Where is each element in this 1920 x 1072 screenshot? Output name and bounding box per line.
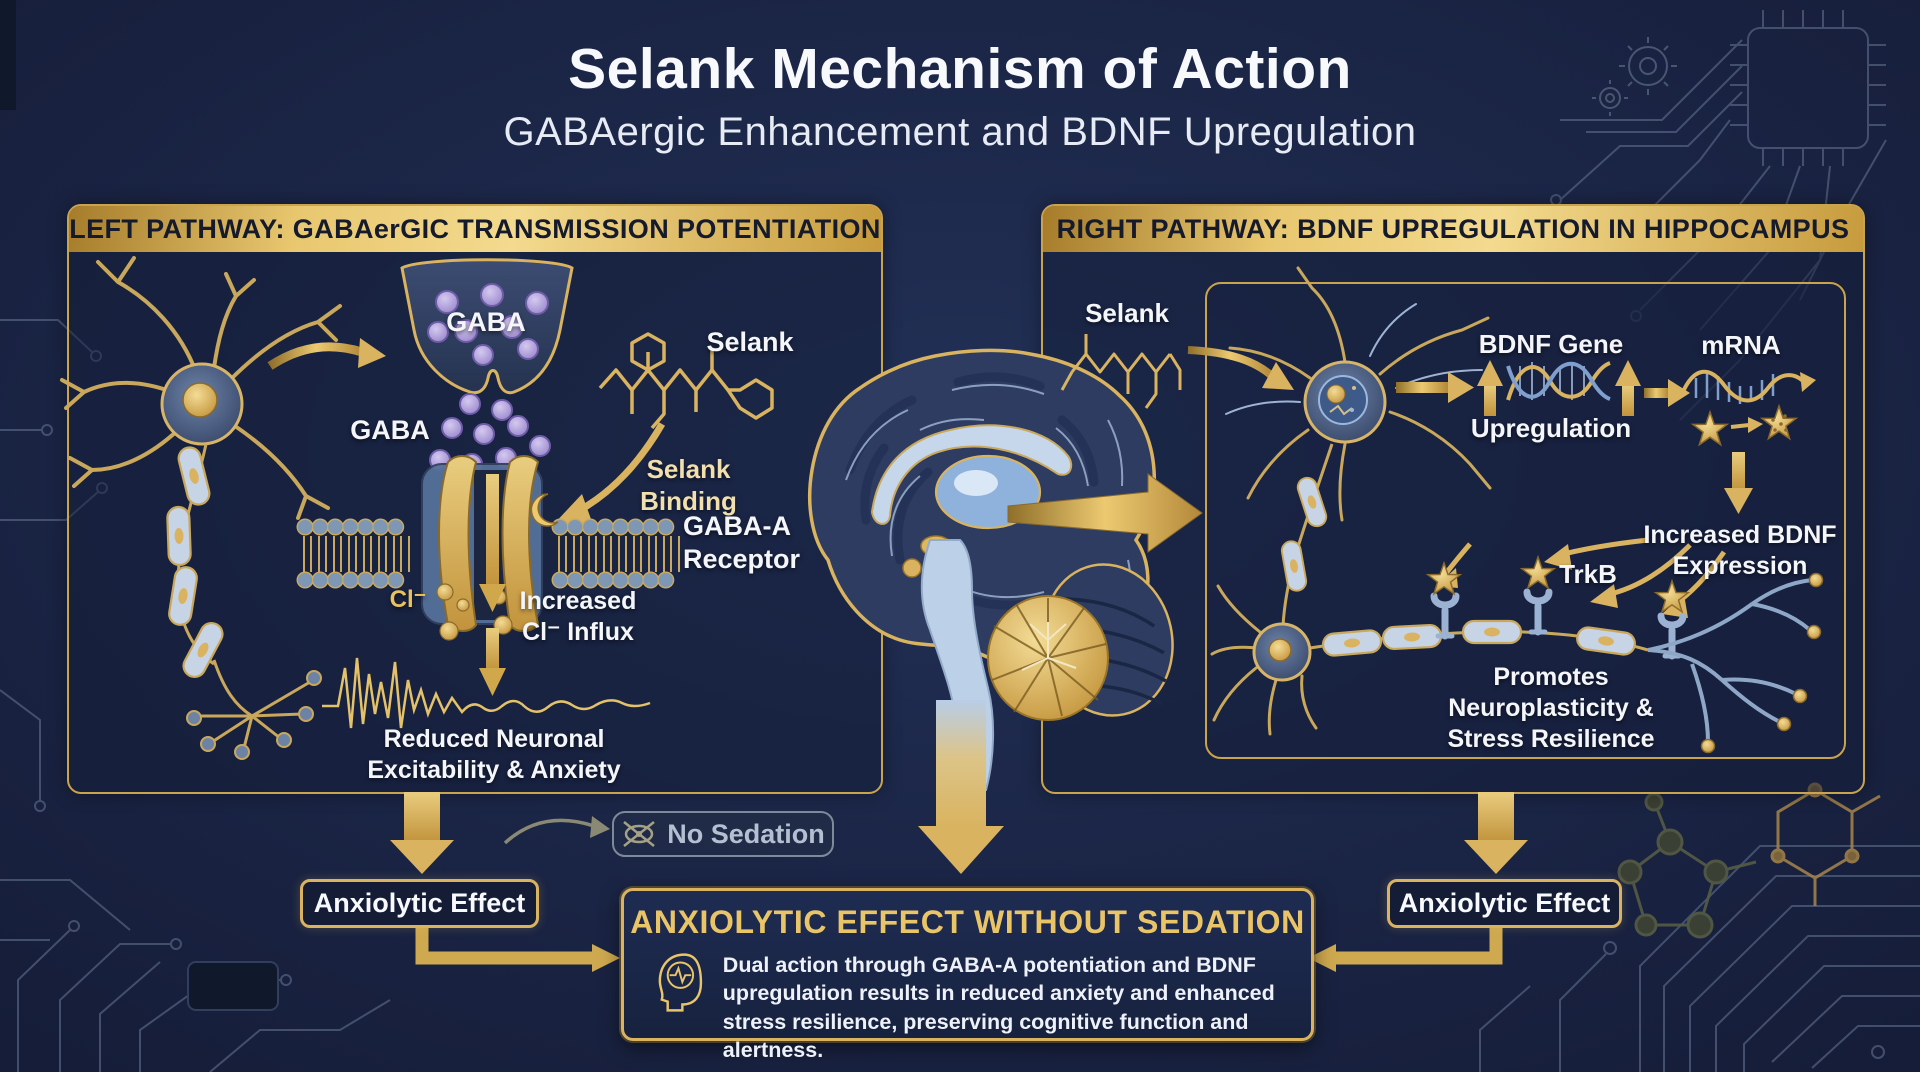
no-sedation-label: No Sedation bbox=[667, 818, 825, 849]
trkb-label: TrkB bbox=[1559, 559, 1617, 589]
thalamus bbox=[934, 454, 1042, 530]
gaba-released-label: GABA bbox=[350, 415, 430, 445]
page-subtitle: GABAergic Enhancement and BDNF Upregulat… bbox=[503, 110, 1417, 154]
selank-label-left: Selank bbox=[706, 327, 794, 357]
no-sedation-badge: No Sedation bbox=[612, 811, 834, 857]
page-title: Selank Mechanism of Action bbox=[568, 37, 1352, 101]
left-panel-down-arrow bbox=[390, 792, 454, 874]
hex-molecule-icon bbox=[1770, 782, 1881, 906]
head-brain-icon bbox=[658, 953, 703, 1012]
selank-binding-label: Selank Binding bbox=[640, 454, 737, 517]
cl-influx-label: Increased Cl⁻ Influx bbox=[519, 587, 637, 646]
selank-label-right: Selank bbox=[1085, 298, 1169, 328]
anxiolytic-left-label: Anxiolytic Effect bbox=[313, 888, 526, 918]
anxiolytic-effect-box-left: Anxiolytic Effect bbox=[300, 879, 539, 928]
brain-down-arrow bbox=[918, 700, 1004, 874]
summary-body: Dual action through GABA-A potentiation … bbox=[722, 953, 1275, 1063]
gaba-vesicles-label: GABA bbox=[446, 307, 526, 337]
pituitary bbox=[902, 558, 922, 578]
no-sedation-arrow bbox=[503, 816, 610, 845]
dark-prop bbox=[187, 961, 279, 1011]
bdnf-expression-label: Increased BDNF Expression bbox=[1643, 521, 1837, 580]
left-pathway-header: LEFT PATHWAY: GABAerGIC TRANSMISSION POT… bbox=[69, 206, 881, 252]
bdnf-gene-label: BDNF Gene bbox=[1478, 329, 1624, 359]
right-pathway-header: RIGHT PATHWAY: BDNF UPREGULATION IN HIPP… bbox=[1043, 206, 1863, 252]
gaba-a-receptor-label: GABA-A Receptor bbox=[683, 511, 801, 575]
anxiolytic-effect-box-right: Anxiolytic Effect bbox=[1387, 879, 1622, 928]
anxiolytic-right-label: Anxiolytic Effect bbox=[1398, 888, 1611, 918]
upregulation-label: Upregulation bbox=[1470, 413, 1632, 443]
right-outcome-label: Promotes Neuroplasticity & Stress Resili… bbox=[1447, 663, 1655, 753]
cl-ion-label: Cl⁻ bbox=[389, 586, 427, 613]
summary-title: ANXIOLYTIC EFFECT WITHOUT SEDATION bbox=[630, 904, 1305, 940]
brainstem bbox=[920, 539, 995, 791]
left-outcome-label: Reduced Neuronal Excitability & Anxiety bbox=[367, 725, 621, 784]
right-panel-down-arrow bbox=[1464, 792, 1528, 874]
mrna-label: mRNA bbox=[1701, 330, 1781, 360]
molecule-icon bbox=[1617, 792, 1757, 939]
left-outcome-connector bbox=[415, 922, 620, 972]
eye-crossed-icon bbox=[623, 821, 656, 847]
summary-box: ANXIOLYTIC EFFECT WITHOUT SEDATION Dual … bbox=[621, 888, 1314, 1062]
right-outcome-connector bbox=[1308, 922, 1503, 972]
